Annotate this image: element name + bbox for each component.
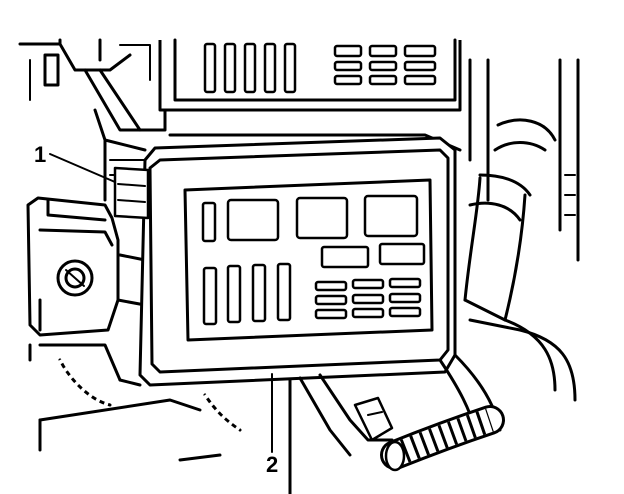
corrugated-conduit: [380, 405, 505, 472]
lower-panel: [178, 378, 292, 494]
callout-1-leader: [49, 153, 116, 183]
harness-clip: [353, 396, 394, 442]
callout-1: 1: [34, 142, 116, 183]
retaining-tab: [113, 166, 150, 220]
upper-left-bracket: [18, 38, 167, 132]
lower-left-bracket: [28, 343, 202, 452]
right-side-hoses: [463, 58, 580, 402]
fuse-slots-bottom: [202, 262, 292, 326]
callout-2: 2: [266, 373, 278, 477]
fuse-slots-top: [201, 194, 426, 269]
upper-panel: [158, 38, 462, 112]
upper-panel-vents: [203, 42, 437, 94]
left-wire-harness: [57, 358, 242, 433]
callout-1-label: 1: [34, 142, 46, 167]
mini-fuse-grid: [314, 277, 422, 320]
left-connector: [26, 196, 147, 337]
callout-2-label: 2: [266, 452, 278, 477]
fuse-box: [113, 136, 457, 387]
